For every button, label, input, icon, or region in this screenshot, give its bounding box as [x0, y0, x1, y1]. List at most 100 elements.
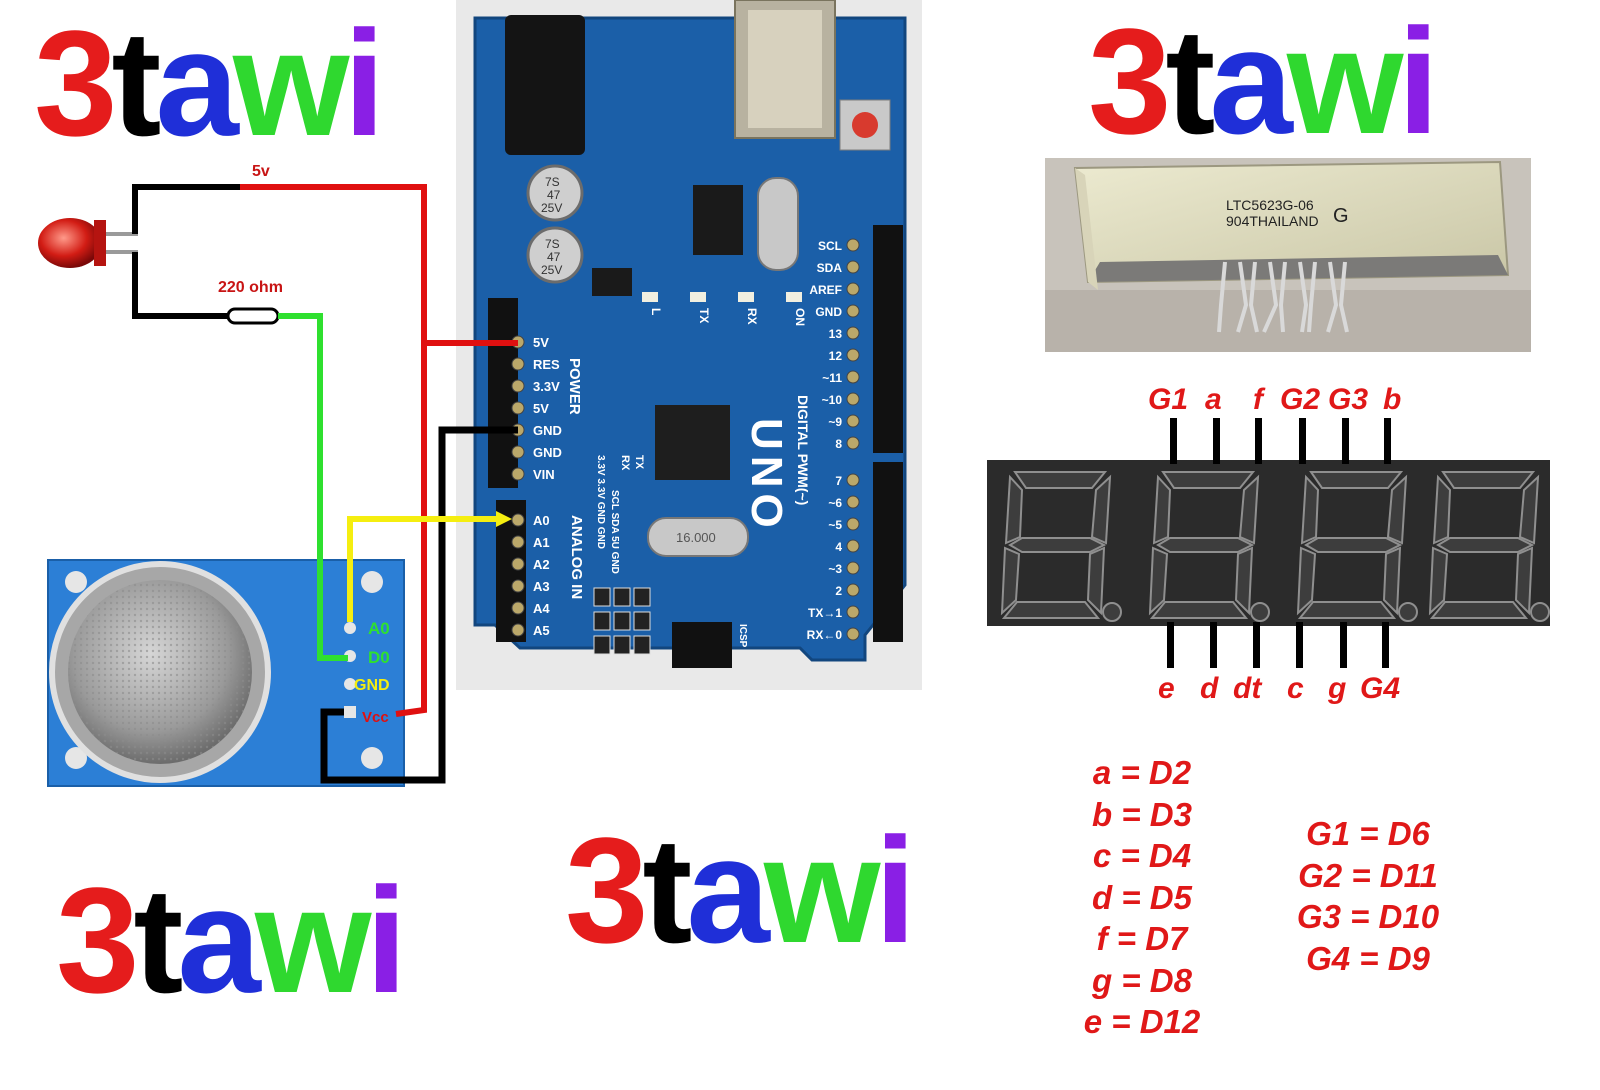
logo-char: t	[1165, 0, 1215, 165]
digital-pin-pad	[846, 392, 860, 406]
header-hole	[633, 587, 651, 607]
display-segment	[1300, 474, 1320, 545]
mount-hole	[65, 747, 87, 769]
pin-label-c: c	[1287, 672, 1304, 705]
header-hole	[613, 635, 631, 655]
capacitor	[526, 164, 584, 222]
smd-led	[786, 292, 802, 302]
display-segment	[1008, 537, 1107, 553]
icsp-label: ICSP	[737, 624, 748, 648]
digital-pin-pad	[846, 436, 860, 450]
digital-pin-pad	[846, 517, 860, 531]
pin-label-e: e	[1158, 672, 1175, 705]
segment-map-item: b = D3	[1092, 795, 1192, 833]
analog-pin-label: A0	[533, 513, 550, 528]
display-segment	[1152, 474, 1172, 545]
usb-chip	[693, 185, 743, 255]
digit-map-item: G2 = D11	[1298, 856, 1438, 894]
logo-char: w	[763, 806, 881, 974]
display-dot	[1530, 602, 1550, 622]
display-pin-lead	[1262, 261, 1279, 333]
led-lead	[100, 232, 138, 236]
segment-map-item: g = D8	[1092, 961, 1192, 999]
digital-pin-label: ~3	[828, 562, 842, 576]
display-segment	[1296, 546, 1317, 616]
wire-5v-label: 5v	[252, 163, 270, 180]
digital-pin-pad	[846, 370, 860, 384]
led-label: TX	[697, 308, 711, 323]
logo-char: w	[1286, 0, 1404, 165]
pin-leader-top	[1255, 418, 1262, 464]
display-photo-surface	[1045, 290, 1531, 352]
pin-leader-top	[1342, 418, 1349, 464]
pin-leader-bottom	[1167, 622, 1174, 668]
board-name: UNO	[742, 418, 791, 534]
display-segment	[1518, 474, 1540, 545]
power-pin-pad	[511, 357, 525, 371]
analog-pin-pad	[511, 557, 525, 571]
display-pin-lead	[1248, 261, 1259, 333]
pin-label-g3: G3	[1328, 383, 1369, 416]
serial-label-tx: TX	[633, 455, 645, 470]
digital-pin-label: ~6	[828, 496, 842, 510]
display-segment	[1000, 546, 1021, 616]
digital-pin-label: 7	[835, 474, 842, 488]
wire-led-anode	[132, 184, 240, 234]
digital-header-top	[873, 225, 903, 453]
wire-a0	[347, 516, 500, 622]
serial-label-rx: RX	[619, 455, 631, 471]
display-pin-lead	[1326, 261, 1339, 333]
display-segment	[1238, 474, 1260, 545]
logo-char: 3	[565, 806, 648, 974]
mount-hole	[361, 747, 383, 769]
digital-pin-label: GND	[815, 305, 842, 319]
smd-led	[642, 292, 658, 302]
power-pin-label: 5V	[533, 335, 549, 350]
led-label: ON	[793, 308, 807, 326]
gas-sensor-module: A0 D0 GND Vcc	[47, 559, 405, 787]
cap-label: 7S	[545, 237, 560, 251]
display-module-side	[1075, 168, 1098, 290]
digital-pin-label: ~11	[822, 371, 842, 385]
main-chip	[655, 405, 730, 480]
digital-pin-pad	[846, 495, 860, 509]
logo-char: t	[111, 0, 161, 167]
analog-pin-label: A5	[533, 623, 550, 638]
segment-map: a = D2 b = D3 c = D4 d = D5 f = D7 g = D…	[1072, 752, 1212, 1043]
logo-bottom-left: 3tawi	[56, 865, 407, 1015]
display-segment	[1297, 601, 1397, 619]
display-segment	[1148, 546, 1169, 616]
display-segment	[1436, 537, 1535, 553]
segment-map-item: c = D4	[1092, 837, 1192, 874]
pin-leader-bottom	[1382, 622, 1389, 668]
display-segment	[1429, 601, 1529, 619]
sensor-pin-label-a0: A0	[368, 619, 390, 638]
led-component	[38, 218, 138, 268]
logo-top-left: 3tawi	[34, 0, 385, 167]
analog-pin-pad	[511, 579, 525, 593]
pin-label-g: g	[1328, 672, 1347, 705]
digital-pin-label: ~9	[828, 415, 842, 429]
segment-map-item: e = D12	[1083, 1003, 1201, 1040]
cap-label: 7S	[545, 175, 560, 189]
smd-led	[738, 292, 754, 302]
logo-char: a	[686, 806, 769, 974]
digital-pin-label: SDA	[817, 261, 843, 275]
cap-label: 25V	[541, 263, 562, 277]
power-pin-pad	[511, 467, 525, 481]
power-pin-pad	[511, 401, 525, 415]
digital-pin-label: TX→1	[808, 606, 842, 620]
header-hole	[633, 635, 651, 655]
dc-jack	[505, 15, 585, 155]
sensor-mesh-pattern	[68, 580, 252, 764]
display-segment	[1234, 546, 1254, 616]
pin-leader-bottom	[1253, 622, 1260, 668]
display-digit	[1148, 471, 1270, 622]
cap-label: 47	[547, 250, 561, 264]
digital-pin-pad	[846, 627, 860, 641]
led-lead	[100, 250, 138, 254]
icsp-header	[672, 622, 732, 668]
sensor-pin-label-gnd: GND	[354, 677, 390, 694]
digit-map-item: G3 = D10	[1296, 898, 1440, 935]
logo-top-right: 3tawi	[1088, 0, 1439, 165]
